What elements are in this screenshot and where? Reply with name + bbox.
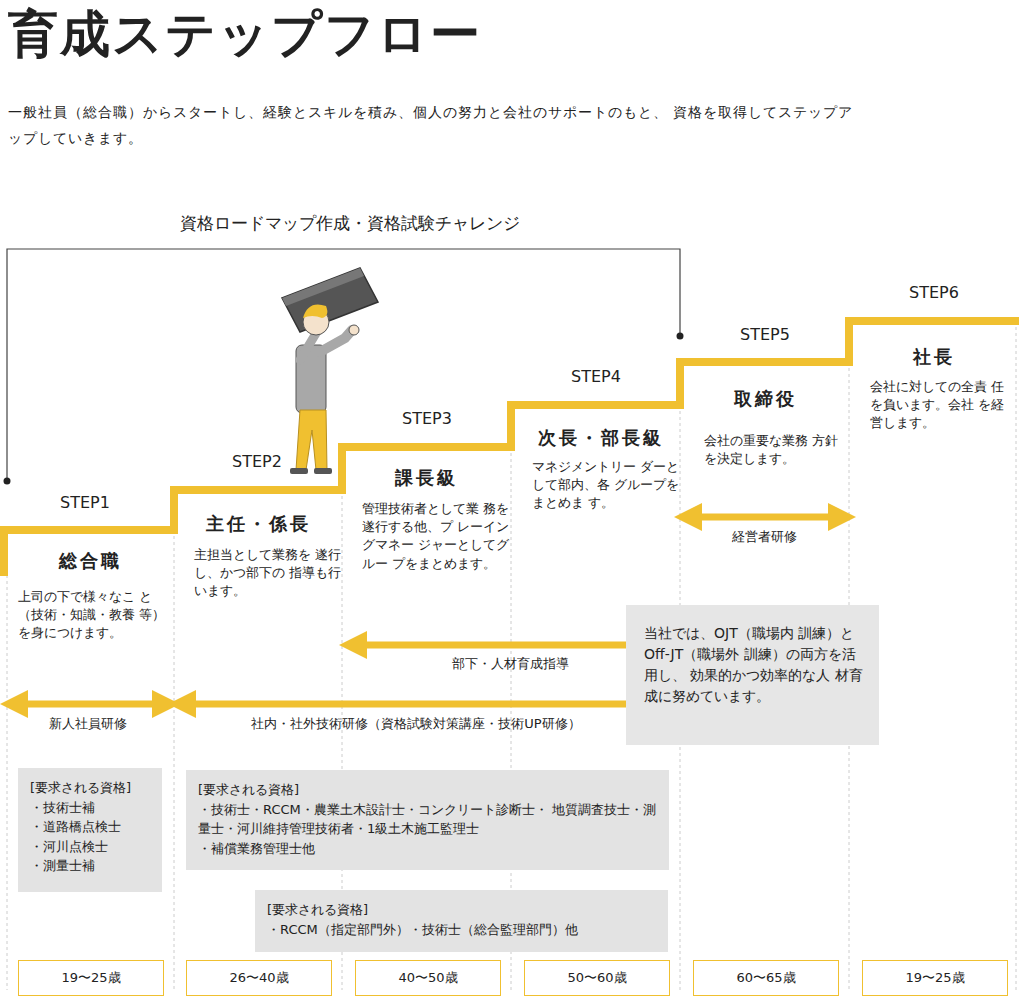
step-description: 会社に対しての全責 任を負います。会社 を経営します。	[870, 378, 1015, 433]
box-text: 26〜40歳	[229, 968, 288, 988]
step-description: 上司の下で様々なこ と（技術・知識・教養 等）を身につけます。	[18, 588, 168, 643]
age-box: 50〜60歳	[524, 960, 670, 996]
person-illustration	[282, 268, 378, 474]
box-text: 60〜65歳	[736, 968, 795, 988]
staircase-line	[4, 321, 1019, 576]
box-text: ・技術士補	[30, 798, 152, 818]
box-text: ・道路橋点検士	[30, 817, 152, 837]
info-box: 当社では、OJT（職場内 訓練）とOff-JT（職場外 訓練）の両方を活用し、 …	[626, 605, 879, 745]
age-box: 40〜50歳	[355, 960, 501, 996]
step-heading: 主任・係長	[188, 511, 328, 536]
step-label: STEP6	[859, 282, 1009, 304]
box-text: 19〜25歳	[905, 968, 964, 988]
bracket-dot	[4, 478, 11, 485]
step-description: 主担当として業務を 遂行し、かつ部下の 指導も行います。	[194, 546, 342, 601]
box-text: ・技術士・RCCM・農業土木設計士・コンクリート診断士・ 地質調査技士・測量士・…	[198, 800, 659, 839]
box-text: ・測量士補	[30, 856, 152, 876]
step-label: STEP5	[690, 324, 840, 346]
box-text: ・補償業務管理士他	[198, 839, 659, 859]
step-heading: 総合職	[20, 548, 160, 573]
bracket	[7, 249, 680, 481]
training-label: 経営者研修	[692, 528, 837, 546]
box-text: [要求される資格]	[198, 780, 659, 800]
step-heading: 次長・部長級	[526, 425, 676, 450]
requirement-box: [要求される資格]・技術士・RCCM・農業土木設計士・コンクリート診断士・ 地質…	[186, 770, 669, 870]
training-label: 部下・人材育成指導	[360, 655, 660, 673]
step-label: STEP1	[10, 492, 160, 514]
age-box: 19〜25歳	[18, 960, 164, 996]
step-heading: 社長	[864, 344, 1004, 369]
training-label: 社内・社外技術研修（資格試験対策講座・技術UP研修）	[186, 715, 646, 733]
step-description: 会社の重要な業務 方針を決定します。	[704, 432, 844, 468]
box-text: 当社では、OJT（職場内 訓練）とOff-JT（職場外 訓練）の両方を活用し、 …	[644, 623, 865, 707]
intro-text: 一般社員（総合職）からスタートし、経験とスキルを積み、個人の努力と会社のサポート…	[8, 100, 858, 152]
box-text: ・RCCM（指定部門外）・技術士（総合監理部門）他	[267, 920, 658, 940]
age-box: 19〜25歳	[862, 960, 1008, 996]
training-label: 新人社員研修	[12, 715, 164, 733]
box-text: 19〜25歳	[61, 968, 120, 988]
step-heading: 課長級	[356, 465, 496, 490]
step-heading: 取締役	[695, 386, 835, 411]
step-description: マネジメントリー ダーとして部内、各 グループをまとめま す。	[532, 458, 680, 513]
bracket-dot	[677, 333, 684, 340]
page-title: 育成ステップフロー	[8, 2, 482, 67]
box-text: ・河川点検士	[30, 837, 152, 857]
step-label: STEP3	[352, 408, 502, 430]
step-label: STEP2	[182, 451, 332, 473]
step-label: STEP4	[521, 366, 671, 388]
box-text: [要求される資格]	[30, 778, 152, 798]
age-box: 26〜40歳	[186, 960, 332, 996]
box-text: 40〜50歳	[398, 968, 457, 988]
requirement-box: [要求される資格]・RCCM（指定部門外）・技術士（総合監理部門）他	[255, 890, 668, 952]
age-box: 60〜65歳	[693, 960, 839, 996]
roadmap-label: 資格ロードマップ作成・資格試験チャレンジ	[0, 212, 700, 236]
requirement-box: [要求される資格]・技術士補・道路橋点検士・河川点検士・測量士補	[18, 768, 162, 892]
box-text: 50〜60歳	[567, 968, 626, 988]
box-text: [要求される資格]	[267, 900, 658, 920]
step-description: 管理技術者として業 務を遂行する他、プ レーイングマネー ジャーとしてグルー プ…	[362, 500, 510, 573]
